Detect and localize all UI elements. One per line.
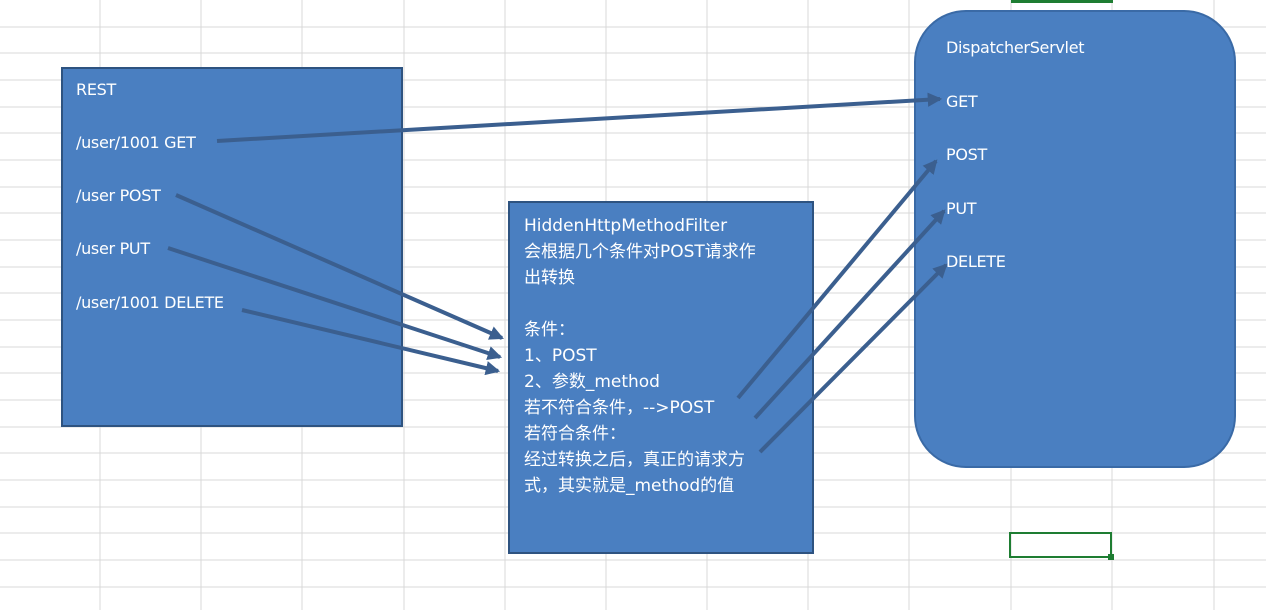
hidden-http-method-filter-box[interactable]: HiddenHttpMethodFilter 会根据几个条件对POST请求作 出… [508, 201, 814, 554]
filter-line: 出转换 [524, 268, 575, 288]
selected-column-indicator [1011, 0, 1113, 3]
filter-line: 2、参数_method [524, 372, 660, 392]
filter-line [524, 291, 810, 317]
filter-line: 条件： [524, 320, 575, 340]
filter-description: HiddenHttpMethodFilter 会根据几个条件对POST请求作 出… [524, 213, 810, 499]
filter-line: 若不符合条件，-->POST [524, 398, 715, 418]
dispatcher-item-put: PUT [946, 199, 977, 218]
filter-line: 式，其实就是_method的值 [524, 476, 735, 496]
rest-item-put: /user PUT [76, 239, 150, 258]
fill-handle[interactable] [1108, 554, 1114, 560]
dispatcher-item-post: POST [946, 145, 987, 164]
dispatcher-servlet-box[interactable]: DispatcherServlet GET POST PUT DELETE [914, 10, 1236, 468]
filter-line: 经过转换之后，真正的请求方 [524, 450, 745, 470]
filter-line: HiddenHttpMethodFilter [524, 216, 728, 236]
filter-line: 若符合条件： [524, 424, 626, 444]
rest-item-get: /user/1001 GET [76, 133, 196, 152]
rest-item-delete: /user/1001 DELETE [76, 293, 224, 312]
dispatcher-item-delete: DELETE [946, 252, 1006, 271]
rest-item-post: /user POST [76, 186, 161, 205]
rest-title: REST [76, 80, 116, 99]
dispatcher-title: DispatcherServlet [946, 38, 1085, 57]
rest-box[interactable]: REST /user/1001 GET /user POST /user PUT… [61, 67, 403, 427]
filter-line: 1、POST [524, 346, 597, 366]
selected-cell[interactable] [1009, 532, 1112, 558]
filter-line: 会根据几个条件对POST请求作 [524, 242, 756, 262]
dispatcher-item-get: GET [946, 92, 978, 111]
